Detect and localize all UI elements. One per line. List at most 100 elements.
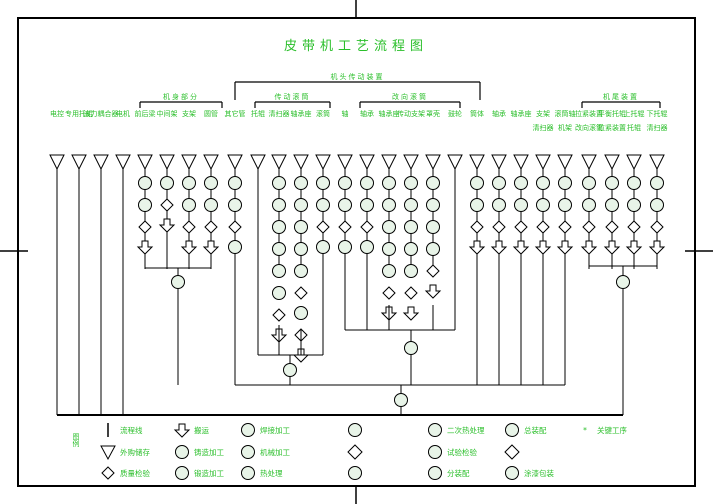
storage-triangle (93, 154, 109, 171)
process-circle (382, 198, 396, 212)
inspection-diamond (582, 220, 596, 234)
inspection-diamond (204, 220, 218, 234)
column-label: 清扫器 (647, 123, 668, 132)
inspection-diamond (101, 466, 115, 480)
process-circle (582, 176, 596, 190)
process-circle (404, 264, 418, 278)
process-circle (505, 423, 519, 437)
process-circle (382, 176, 396, 190)
transport-arrow (556, 240, 574, 255)
transport-arrow (534, 240, 552, 255)
legend: 图例流程线搬运焊接加工二次热处理总装配*关键工序外购储存铸造加工机械加工试验检验… (72, 423, 627, 480)
process-circle (272, 198, 286, 212)
process-circle (316, 198, 330, 212)
process-circle (272, 242, 286, 256)
process-circle (470, 198, 484, 212)
process-circle (138, 176, 152, 190)
process-circle (316, 176, 330, 190)
process-circle (492, 176, 506, 190)
transport-arrow (424, 284, 442, 299)
process-circle (428, 445, 442, 459)
storage-triangle (49, 154, 65, 171)
transport-arrow (202, 240, 220, 255)
legend-text: 锻造加工 (194, 468, 224, 478)
process-circle (428, 423, 442, 437)
process-circle (294, 220, 308, 234)
inspection-diamond (650, 220, 664, 234)
process-circle (627, 198, 641, 212)
legend-text: 流程线 (120, 425, 143, 435)
inspection-diamond (605, 220, 619, 234)
storage-triangle (403, 154, 419, 171)
column-label: 机架 (558, 123, 572, 132)
column-label: 传动支架 (397, 109, 425, 118)
process-circle (294, 242, 308, 256)
transport-arrow (603, 240, 621, 255)
process-circle (182, 176, 196, 190)
column-label: 清扫器 (533, 123, 554, 132)
inspection-diamond (160, 198, 174, 212)
process-circle (605, 198, 619, 212)
process-circle (394, 393, 408, 407)
storage-triangle (159, 154, 175, 171)
process-circle (582, 198, 596, 212)
transport-arrow (180, 240, 198, 255)
inspection-diamond (558, 220, 572, 234)
legend-text: 热处理 (260, 468, 283, 478)
storage-triangle (337, 154, 353, 171)
process-circle (241, 423, 255, 437)
process-circle (536, 176, 550, 190)
process-circle (492, 198, 506, 212)
column-label: 托辊 (251, 109, 265, 118)
process-circle (428, 466, 442, 480)
process-circle (348, 423, 362, 437)
column-label: 鼓轮 (448, 109, 462, 118)
process-circle (241, 445, 255, 459)
column-label: 下托辊 (647, 109, 668, 118)
column-label: 中间架 (157, 109, 178, 118)
column-label: 筒体 (470, 109, 484, 118)
storage-triangle (581, 154, 597, 171)
column-label: 滚筒 (316, 109, 330, 118)
column-label: 轴承座 (511, 109, 532, 118)
transport-arrow (402, 306, 420, 321)
inspection-diamond (492, 220, 506, 234)
column-label: 支架 (536, 109, 550, 118)
column-label: 改向滚筒 (575, 123, 603, 132)
storage-triangle (359, 154, 375, 171)
group-headers: 机头传动装置机身部分传动滚筒改向滚筒机尾装置 (139, 72, 661, 108)
process-circle (241, 466, 255, 480)
legend-label: 图例 (72, 433, 80, 448)
process-circle (627, 176, 641, 190)
column-label: 拉紧装置 (598, 123, 626, 132)
process-circle (650, 198, 664, 212)
process-circle (228, 176, 242, 190)
storage-triangle (181, 154, 197, 171)
process-circle (558, 176, 572, 190)
process-circle (272, 176, 286, 190)
transport-arrow (648, 240, 666, 255)
column-label: 专用托辊 (65, 109, 93, 118)
transport-arrow (625, 240, 643, 255)
storage-triangle (250, 154, 266, 171)
inspection-diamond (228, 220, 242, 234)
process-circle (338, 198, 352, 212)
storage-triangle (271, 154, 287, 171)
column-label: 拉紧装置 (575, 109, 603, 118)
process-circle (360, 176, 374, 190)
transport-arrow (490, 240, 508, 255)
column-labels: 电控专用托辊液力耦合器电机前后梁中间架支架圆管其它管托辊清扫器轴承座滚筒轴轴承轴… (50, 109, 668, 132)
storage-triangle (315, 154, 331, 171)
storage-triangle (115, 154, 131, 171)
process-circle (616, 275, 630, 289)
storage-triangle (649, 154, 665, 171)
column-label: 滚筒轴 (555, 109, 576, 118)
column-label: 其它管 (225, 109, 246, 118)
inspection-diamond (138, 220, 152, 234)
process-circle (404, 242, 418, 256)
storage-triangle (626, 154, 642, 171)
process-circle (272, 264, 286, 278)
inspection-diamond (470, 220, 484, 234)
storage-triangle (513, 154, 529, 171)
column-label: 托辊 (627, 123, 641, 132)
